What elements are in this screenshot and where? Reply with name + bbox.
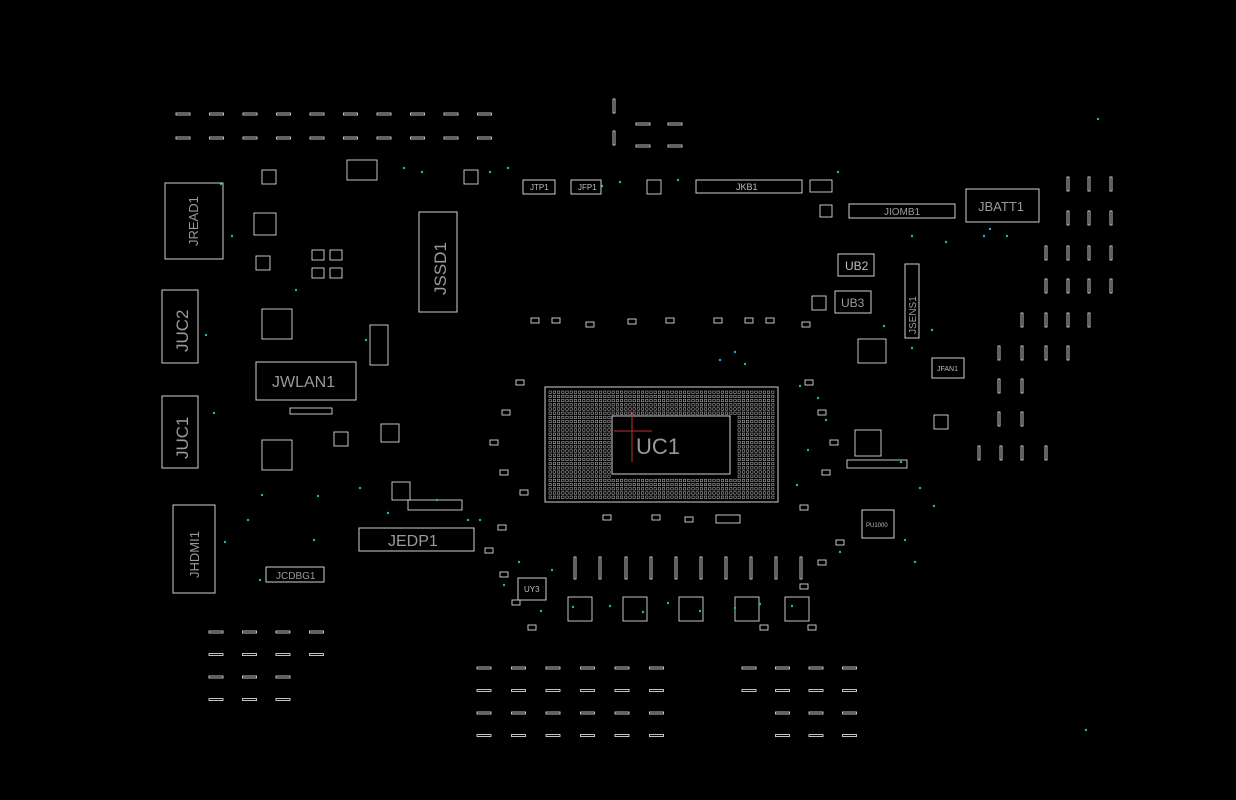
component-label-uc1: UC1 (636, 434, 680, 459)
component-pu1000[interactable]: PU1000 (861, 509, 895, 539)
component-jhdmi1[interactable]: JHDMI1 (172, 504, 216, 594)
component-label-jhdmi1: JHDMI1 (187, 531, 202, 578)
component-jssd1[interactable]: JSSD1 (418, 211, 458, 313)
component-label-jssd1: JSSD1 (431, 242, 450, 295)
component-jwlan1[interactable]: JWLAN1 (255, 361, 357, 401)
component-jdbg1[interactable]: JCDBG1 (265, 566, 325, 583)
component-label-jsens1: JSENS1 (908, 296, 919, 334)
component-label-jread1: JREAD1 (186, 196, 201, 246)
component-label-jfan1: JFAN1 (937, 366, 958, 373)
component-jedp1[interactable]: JEDP1 (358, 527, 475, 552)
component-ub3[interactable]: UB3 (834, 290, 872, 314)
component-label-jiomb1: JIOMB1 (884, 207, 921, 218)
component-juc1[interactable]: JUC1 (161, 395, 199, 469)
component-label-jtp1: JTP1 (530, 183, 549, 192)
component-jfan1[interactable]: JFAN1 (931, 357, 965, 379)
component-jiomb1[interactable]: JIOMB1 (848, 203, 956, 219)
component-label-jwlan1: JWLAN1 (272, 374, 335, 391)
component-label-juc1: JUC1 (173, 416, 192, 459)
component-label-jkb1: JKB1 (736, 182, 758, 192)
component-uy3[interactable]: UY3 (517, 577, 547, 601)
component-label-ub3: UB3 (841, 296, 865, 310)
component-label-juc2: JUC2 (173, 309, 192, 352)
component-jfp1[interactable]: JFP1 (570, 179, 602, 195)
component-label-jedp1: JEDP1 (388, 533, 438, 550)
component-ub2[interactable]: UB2 (837, 253, 875, 277)
component-jsens1[interactable]: JSENS1 (904, 263, 920, 339)
component-label-jdbg1: JCDBG1 (276, 571, 316, 582)
uc1-ball-grid (548, 390, 775, 499)
component-label-jfp1: JFP1 (578, 183, 597, 192)
component-label-pu1000: PU1000 (866, 523, 888, 529)
component-label-jbatt1: JBATT1 (978, 199, 1024, 214)
component-label-uy3: UY3 (524, 585, 540, 594)
component-juc2[interactable]: JUC2 (161, 289, 199, 364)
component-jkb1[interactable]: JKB1 (695, 179, 803, 194)
component-uc1[interactable]: UC1 (544, 386, 779, 503)
component-label-ub2: UB2 (845, 259, 869, 273)
component-jtp1[interactable]: JTP1 (522, 179, 556, 195)
component-jbatt1[interactable]: JBATT1 (965, 188, 1040, 223)
component-jread1[interactable]: JREAD1 (164, 182, 224, 260)
board-decorations (175, 98, 1113, 737)
